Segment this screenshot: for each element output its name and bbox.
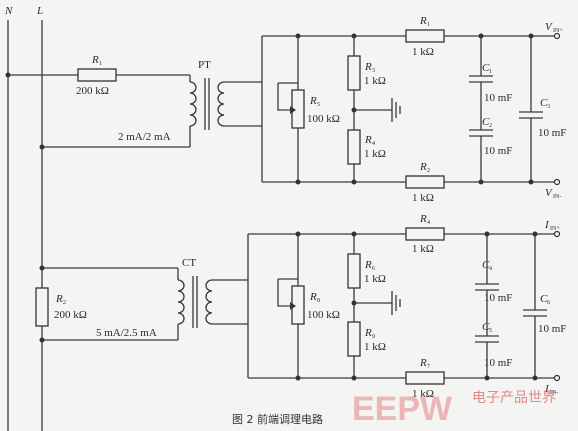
iin-plus-sub: IN+ [550,226,560,232]
c6-value: 10 mF [538,323,566,335]
r9-name: R [364,327,372,339]
c4-value: 10 mF [484,292,512,304]
resistor-r6 [347,253,361,289]
transformer-ct [177,276,213,328]
pt-label: PT [198,59,211,71]
figure-caption: 图 2 前端调理电路 [232,412,323,426]
vin-plus-name: V [545,21,553,33]
r8-name: R [309,291,317,303]
rbot-sub: 2 [427,168,430,174]
r6-name: R [364,259,372,271]
terminal-vin-plus [553,32,561,40]
ground-icon [391,98,401,122]
resistor-top-series [405,227,445,241]
r3-sub: 3 [372,68,375,74]
r3-name: R [364,61,372,73]
resistor-top-series [405,29,445,43]
r6-sub: 6 [372,266,375,272]
watermark-chinese: 电子产品世界 [472,390,556,406]
pot-wiper [277,83,290,111]
vin-minus-name: V [545,187,553,199]
r2-name: R [55,293,63,305]
iin-minus-sub: IN- [550,390,558,396]
rbot-name: R [419,357,427,369]
c5-sub: 5 [489,328,492,334]
r1-value: 200 kΩ [76,85,109,97]
c1-name: C [482,62,490,74]
r4-value: 1 kΩ [364,148,386,160]
r5-name: R [309,95,317,107]
eepw-watermark-logo: EEPW 电子产品世界 [352,390,556,428]
c2-value: 10 mF [484,145,512,157]
r9-sub: 9 [372,334,375,340]
rtop-sub: 1 [427,22,430,28]
c5-name: C [482,321,490,333]
resistor-bottom-series [405,371,445,385]
resistor-r2 [35,287,49,327]
resistor-bottom-series [405,175,445,189]
ct-label: CT [182,257,196,269]
r6-value: 1 kΩ [364,273,386,285]
vin-minus-sub: IN- [553,194,561,200]
resistor-r9 [347,321,361,357]
pt-secondary-current: 2 mA/2 mA [118,131,171,143]
resistor-r3 [347,55,361,91]
current-channel: R 2 200 kΩ CT 5 mA/2.5 mA R 8 100 kΩ [35,213,566,400]
r3-value: 1 kΩ [364,75,386,87]
c2-sub: 2 [489,123,492,129]
line-l-label: L [36,5,43,17]
voltage-channel: R 1 200 kΩ PT 2 mA/2 mA R 5 100 kΩ [5,15,566,204]
rbot-value: 1 kΩ [412,388,434,400]
rtop-value: 1 kΩ [412,46,434,58]
terminal-vin-minus [553,178,561,186]
rbot-name: R [419,161,427,173]
iin-plus-name: I [544,219,550,231]
rbot-sub: 7 [427,364,430,370]
c3-value: 10 mF [538,127,566,139]
junction-dot [39,144,45,150]
transformer-pt [189,78,225,130]
ct-secondary-current: 5 mA/2.5 mA [96,327,157,339]
terminal-iin-minus [553,374,561,382]
c4-name: C [482,259,490,271]
terminal-iin-plus [553,230,561,238]
pot-wiper [277,279,290,307]
r4-name: R [364,134,372,146]
c5-value: 10 mF [484,357,512,369]
rtop-name: R [419,213,427,225]
rbot-value: 1 kΩ [412,192,434,204]
iin-minus-name: I [544,383,550,395]
r9-value: 1 kΩ [364,341,386,353]
r2-sub: 2 [63,300,66,306]
rtop-value: 1 kΩ [412,243,434,255]
r8-sub: 8 [317,298,320,304]
r8-value: 100 kΩ [307,309,340,321]
c1-value: 10 mF [484,92,512,104]
r1-name: R [91,54,99,66]
junction-dot [5,72,11,78]
resistor-r4 [347,129,361,165]
c1-sub: 1 [489,69,492,75]
r5-value: 100 kΩ [307,113,340,125]
c4-sub: 4 [489,266,492,272]
vin-plus-sub: IN+ [553,28,563,34]
rtop-sub: 4 [427,220,430,226]
c3-name: C [540,97,548,109]
r1-sub: 1 [99,61,102,67]
c2-name: C [482,116,490,128]
r4-sub: 4 [372,141,375,147]
watermark-letters: EEPW [352,390,453,428]
rtop-name: R [419,15,427,27]
resistor-r1 [77,68,117,82]
line-n-label: N [4,5,13,17]
c6-name: C [540,293,548,305]
r2-value: 200 kΩ [54,309,87,321]
c6-sub: 6 [547,300,550,306]
r5-sub: 5 [317,102,320,108]
c3-sub: 3 [547,104,550,110]
ground-icon [391,291,401,315]
